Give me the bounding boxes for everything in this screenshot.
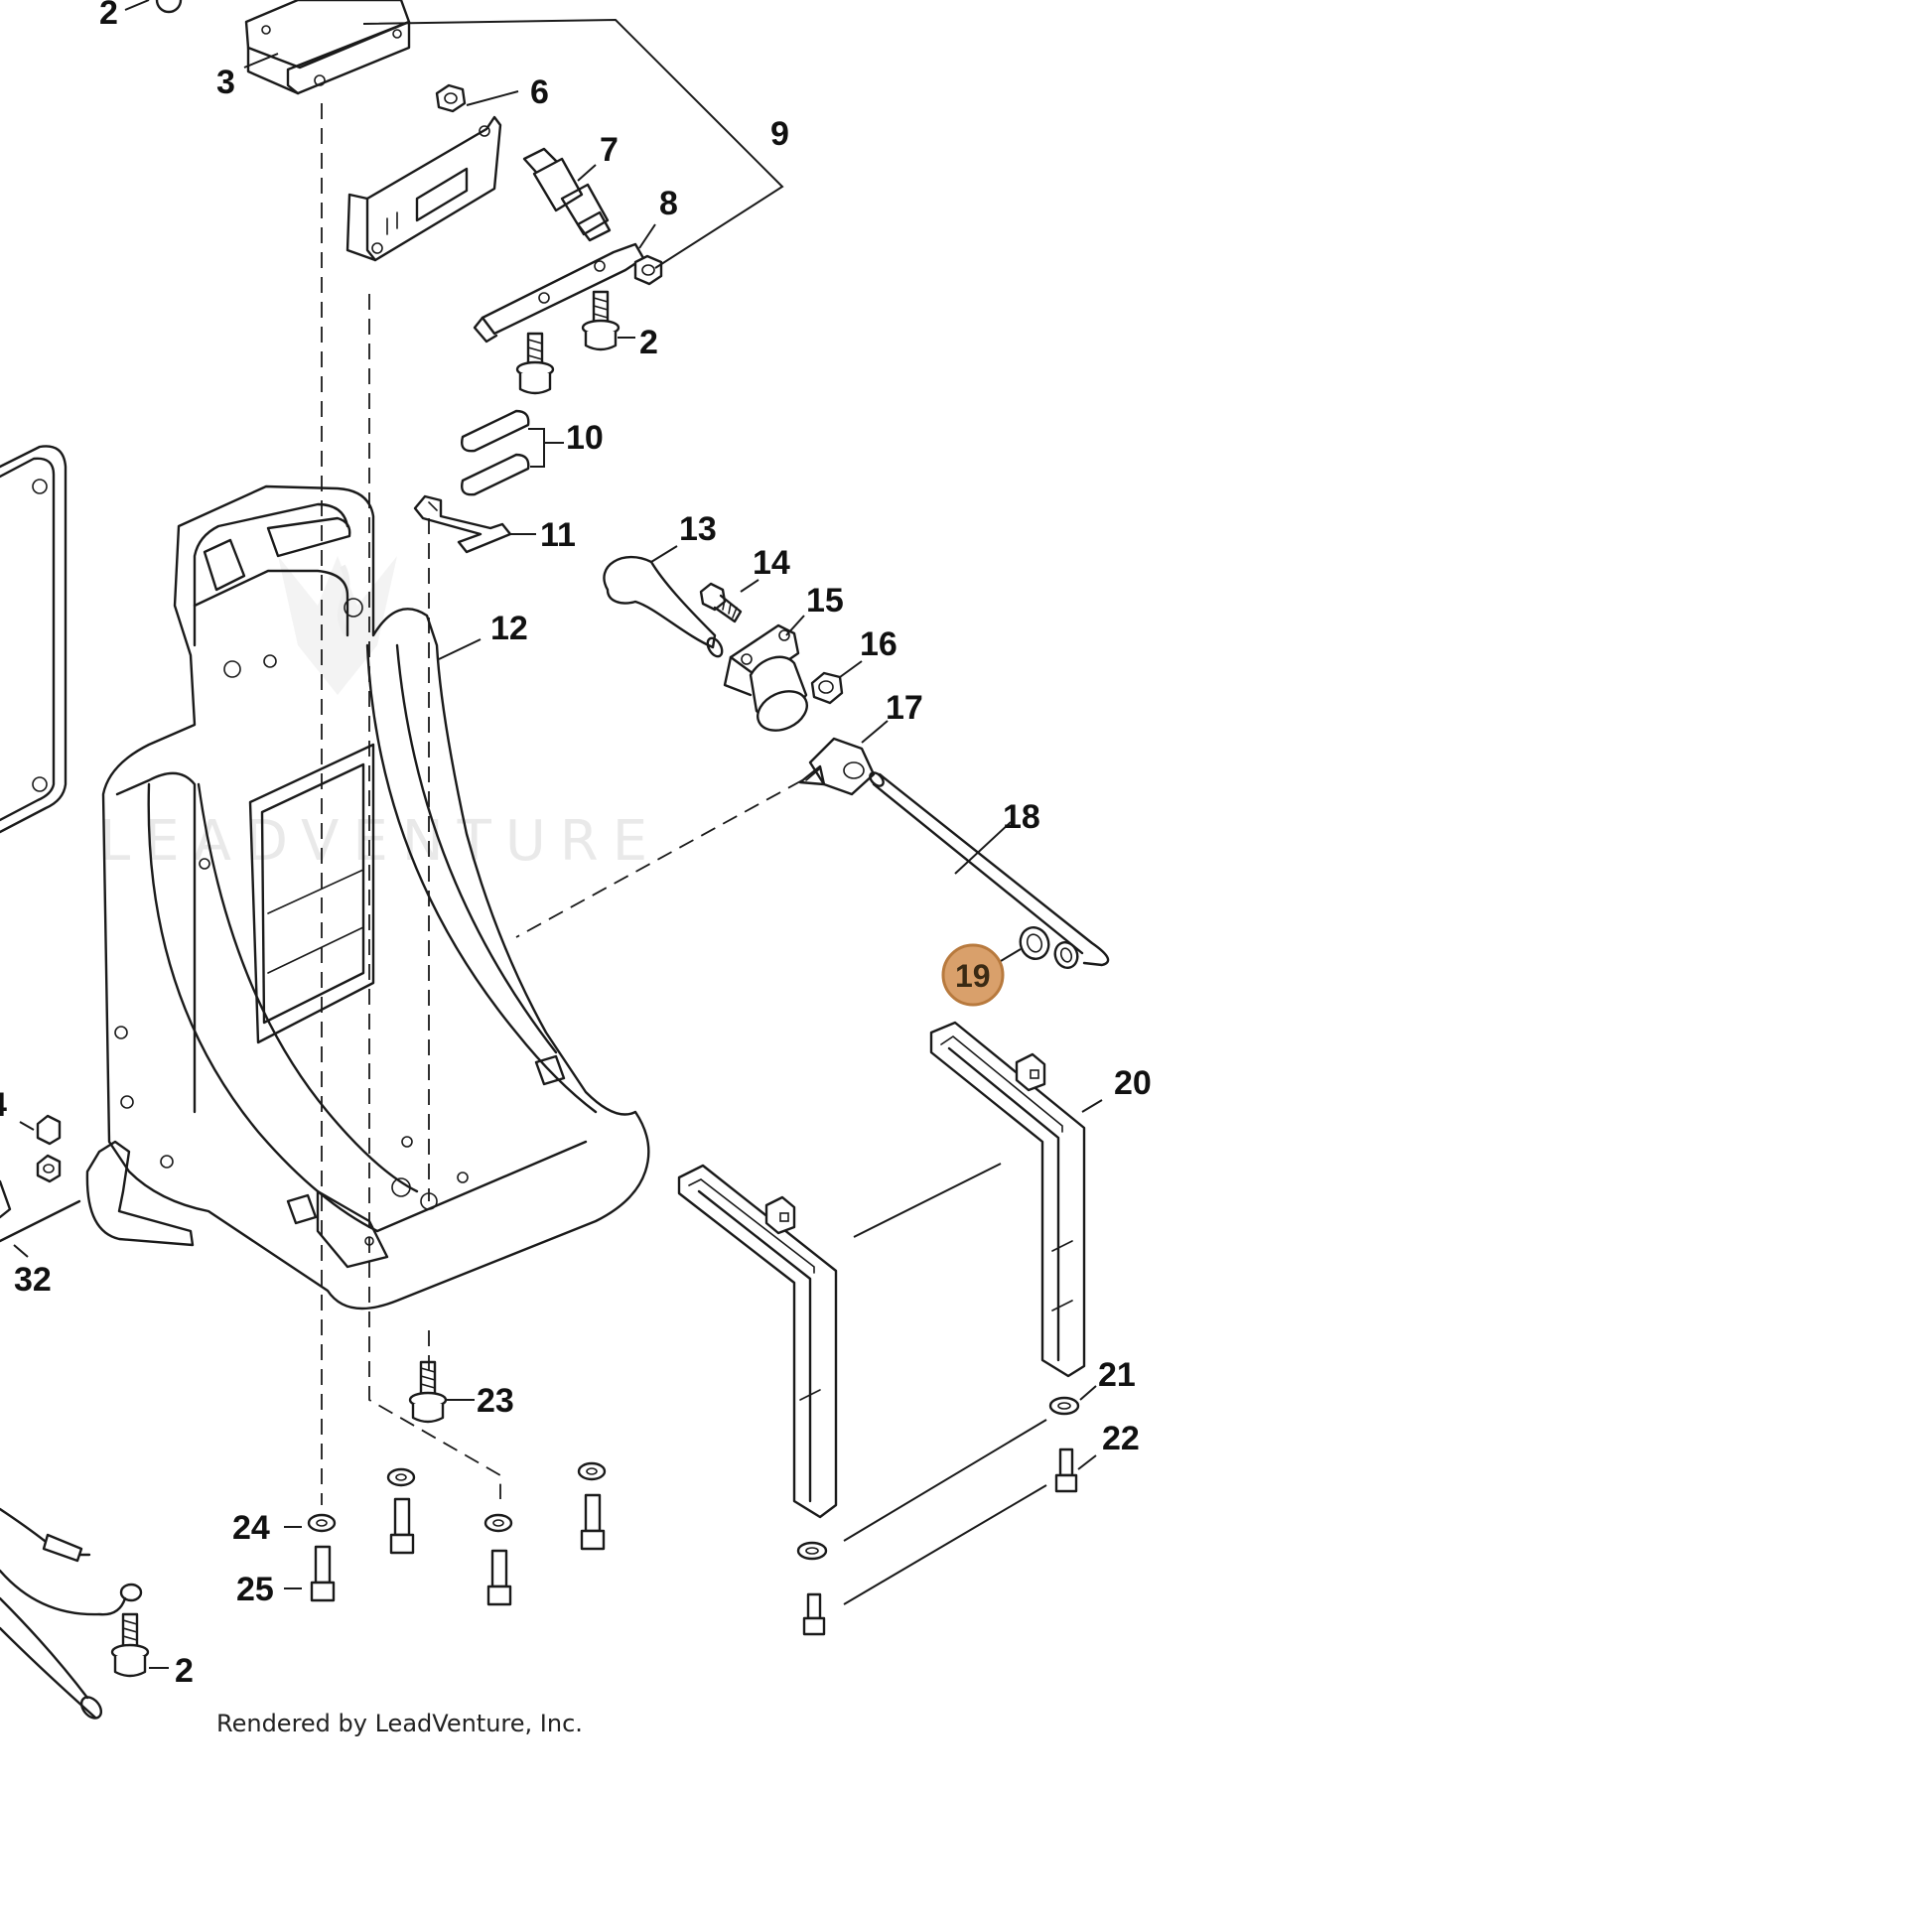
callout-2[interactable]: 2	[175, 1652, 194, 1690]
part-washers-19[interactable]	[1016, 923, 1080, 971]
callout-6[interactable]: 6	[530, 73, 549, 111]
watermark-text: LEADVENTURE	[99, 809, 661, 874]
callout-7[interactable]: 7	[600, 131, 619, 169]
part-clip-8[interactable]	[473, 242, 663, 344]
callout-21[interactable]: 21	[1098, 1356, 1136, 1394]
callout-11[interactable]: 11	[540, 516, 576, 554]
callout-22[interactable]: 22	[1102, 1420, 1140, 1457]
callout-20[interactable]: 20	[1114, 1064, 1152, 1102]
connector-line	[853, 1163, 1002, 1238]
highlight-marker	[941, 943, 1005, 1007]
callout-4[interactable]: 4	[0, 1086, 7, 1124]
callout-19-selected[interactable]: 19	[955, 958, 991, 994]
part-nut-16[interactable]	[810, 671, 844, 705]
part-washer-21[interactable]	[796, 1396, 1080, 1561]
part-block-17[interactable]	[798, 737, 876, 796]
callout-24[interactable]: 24	[232, 1509, 270, 1547]
part-bolt-2-lower[interactable]	[110, 1612, 150, 1678]
part-bracket-20-right[interactable]	[929, 1021, 1086, 1378]
callout-10[interactable]: 10	[566, 419, 604, 457]
part-nut-6[interactable]	[435, 83, 467, 113]
watermark-logo	[278, 556, 397, 695]
part-bolt-23[interactable]	[408, 1360, 448, 1424]
footer-credit: Rendered by LeadVenture, Inc.	[216, 1710, 583, 1737]
part-bracket-20-left[interactable]	[677, 1164, 838, 1519]
part-bolt-2-left[interactable]	[515, 332, 555, 395]
part-clip-11[interactable]	[413, 494, 512, 554]
part-horn-13[interactable]	[603, 556, 725, 659]
part-bolt-14[interactable]	[699, 582, 743, 623]
callout-12[interactable]: 12	[490, 610, 528, 647]
part-plate-9[interactable]	[345, 115, 502, 262]
callout-32[interactable]: 32	[14, 1261, 52, 1299]
part-bolt-2-upper[interactable]	[581, 290, 621, 351]
part-bolt-22[interactable]	[802, 1448, 1078, 1636]
callout-23[interactable]: 23	[477, 1382, 514, 1420]
callout-16[interactable]: 16	[860, 625, 897, 663]
callout-2[interactable]: 2	[99, 0, 118, 32]
part-mount-15[interactable]	[723, 623, 813, 738]
guide-lines	[321, 103, 803, 1505]
callout-labels: 2 3 6 7 8 9 2 10 11 12 13 14 15 16 17 18…	[0, 0, 1152, 1690]
part-bracket-3[interactable]	[244, 0, 411, 95]
callout-8[interactable]: 8	[659, 185, 678, 222]
callout-25[interactable]: 25	[236, 1571, 274, 1608]
part-rod-18[interactable]	[868, 770, 1110, 967]
callout-18[interactable]: 18	[1003, 798, 1040, 836]
part-frame-12[interactable]	[85, 484, 650, 1311]
callout-15[interactable]: 15	[806, 582, 844, 620]
callout-9[interactable]: 9	[770, 115, 789, 153]
callout-14[interactable]: 14	[753, 544, 790, 582]
part-pads-10[interactable]	[461, 409, 530, 496]
callout-3[interactable]: 3	[216, 64, 235, 101]
part-bolts-25[interactable]	[310, 1493, 606, 1606]
part-32[interactable]	[0, 1179, 81, 1243]
part-washers-24[interactable]	[307, 1461, 607, 1533]
part-fitting-7[interactable]	[522, 147, 612, 242]
callout-17[interactable]: 17	[886, 689, 923, 727]
leader-lines	[13, 0, 1103, 1669]
part-side-panel[interactable]	[0, 445, 68, 834]
part-cable[interactable]	[0, 1507, 143, 1722]
callout-13[interactable]: 13	[679, 510, 717, 548]
part-nuts-4[interactable]	[36, 1114, 62, 1183]
callout-2[interactable]: 2	[639, 324, 658, 361]
